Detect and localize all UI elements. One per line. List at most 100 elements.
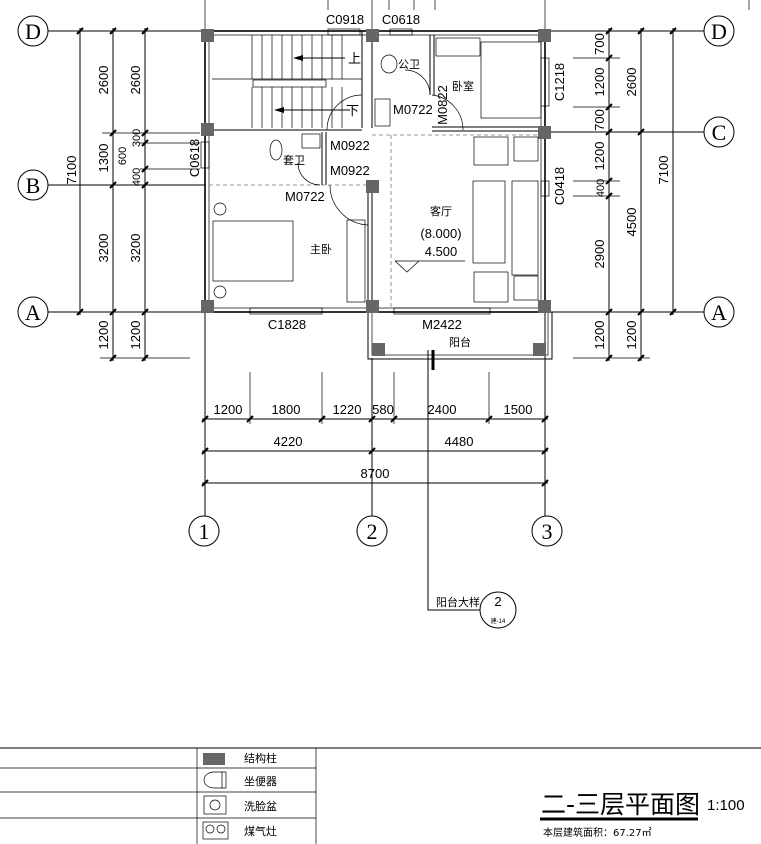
dim-text: 1300 — [96, 144, 111, 173]
legend-label: 煤气灶 — [244, 824, 277, 838]
room-label-master-bedroom: 主卧 — [310, 243, 332, 256]
grid-bubble-B-left: B — [17, 169, 49, 201]
dim-text: 1200 — [214, 402, 243, 417]
dim-text: 700 — [592, 33, 607, 55]
walls — [200, 28, 550, 315]
dim-text: 4220 — [274, 434, 303, 449]
legend-label: 坐便器 — [244, 775, 277, 788]
dim-text: 400 — [595, 179, 607, 197]
dim-text: 3200 — [128, 234, 143, 263]
dim-text: 3200 — [96, 234, 111, 263]
grid-label: 1 — [199, 519, 210, 544]
grid-bubble-1: 1 — [188, 515, 220, 547]
opening-labels: C0918 C0618 C0618 C1218 C0418 M0722 M082… — [187, 12, 567, 332]
door-label: M0922 — [330, 138, 370, 153]
door-label: M0722 — [393, 102, 433, 117]
room-label-balcony: 阳台 — [449, 335, 471, 349]
dim-text: 580 — [372, 402, 394, 417]
dim-text: 8700 — [361, 466, 390, 481]
detail-label: 阳台大样 — [436, 595, 480, 609]
washbasin-icon — [301, 133, 321, 149]
title-scale: 1:100 — [707, 797, 745, 814]
top-extension-lines — [204, 0, 750, 31]
dim-text: 7100 — [656, 156, 671, 185]
dim-text: 1200 — [592, 321, 607, 350]
armchair-icon — [473, 136, 509, 166]
door-label: M0822 — [435, 85, 450, 125]
dim-text: 4480 — [445, 434, 474, 449]
dim-text: 4500 — [624, 208, 639, 237]
gas-stove-icon — [202, 821, 229, 840]
dim-text: 1200 — [624, 321, 639, 350]
wardrobe-icon — [435, 37, 481, 57]
dim-text: 700 — [592, 109, 607, 131]
toilet-icon — [203, 771, 227, 789]
washbasin-icon — [374, 98, 391, 127]
living-elevation: (8.000) — [420, 226, 461, 241]
room-label-public-wc: 公卫 — [398, 59, 420, 71]
grid-bubble-3: 3 — [531, 515, 563, 547]
dim-text: 2600 — [128, 66, 143, 95]
door-label: M0922 — [330, 163, 370, 178]
floor-area: 本层建筑面积：67.27㎡ — [543, 826, 652, 839]
drawing-title: 二-三层平面图 1:100 本层建筑面积：67.27㎡ — [540, 790, 745, 839]
dim-text: 2600 — [624, 68, 639, 97]
grid-label: D — [25, 19, 41, 44]
structural-columns — [201, 29, 551, 313]
door-label: M0722 — [285, 189, 325, 204]
balcony — [367, 311, 553, 611]
detail-callout: 阳台大样 2 建-14 — [436, 591, 517, 629]
bottom-dimensions: 1200 1800 1220 580 2400 1500 4220 4480 8… — [201, 372, 549, 487]
grid-bubble-D-right: D — [703, 15, 735, 47]
window-label: C0918 — [326, 12, 364, 27]
dim-text: 2600 — [96, 66, 111, 95]
dim-text: 1500 — [504, 402, 533, 417]
grid-label: 2 — [367, 519, 378, 544]
stair-up-label: 上 — [348, 51, 361, 66]
tv-cabinet-icon — [472, 180, 506, 264]
dim-text: 1220 — [333, 402, 362, 417]
legend-label: 洗脸盆 — [244, 799, 277, 813]
dim-text: 600 — [117, 147, 129, 165]
grid-label: B — [26, 173, 41, 198]
living-level: 4.500 — [425, 244, 458, 259]
dim-text: 1200 — [592, 142, 607, 171]
right-dimensions: 700 1200 700 1200 400 2900 1200 2600 450… — [573, 27, 677, 362]
window-label: C0618 — [382, 12, 420, 27]
dim-text: 1800 — [272, 402, 301, 417]
toilet-icon — [269, 139, 283, 161]
detail-number: 2 — [494, 594, 501, 609]
bed-icon — [480, 41, 542, 119]
grid-label: A — [25, 300, 41, 325]
dim-text: 1200 — [592, 68, 607, 97]
grid-label: D — [711, 19, 727, 44]
room-label-bedroom: 卧室 — [452, 79, 474, 93]
sofa-icon — [511, 180, 539, 276]
grid-bubble-D-left: D — [17, 15, 49, 47]
legend-table: 结构柱 坐便器 洗脸盆 煤气灶 — [0, 747, 761, 844]
dim-text: 2400 — [428, 402, 457, 417]
dim-text: 1200 — [96, 321, 111, 350]
title-text: 二-三层平面图 — [541, 790, 700, 819]
detail-sheet: 建-14 — [491, 617, 506, 625]
wardrobe-icon — [346, 219, 366, 303]
grid-bubble-C-right: C — [703, 116, 735, 148]
dim-text: 2900 — [592, 240, 607, 269]
grid-bubble-A-left: A — [17, 296, 49, 328]
dim-text: 400 — [131, 168, 143, 186]
room-labels: 公卫 卧室 套卫 主卧 客厅 (8.000) 4.500 阳台 — [283, 59, 474, 349]
room-label-ensuite: 套卫 — [283, 154, 305, 167]
left-dimensions: 7100 2600 1300 3200 1200 2600 300 600 40… — [64, 27, 200, 362]
door-label: M2422 — [422, 317, 462, 332]
toilet-icon — [380, 54, 398, 74]
room-label-living: 客厅 — [430, 204, 452, 218]
staircase: 上 下 — [212, 35, 362, 128]
dim-text: 7100 — [64, 156, 79, 185]
structural-column-icon — [203, 753, 225, 765]
dim-text: 1200 — [128, 321, 143, 350]
grid-label: C — [712, 120, 727, 145]
legend-label: 结构柱 — [244, 751, 277, 765]
dim-text: 300 — [131, 129, 143, 147]
window-label: C0618 — [187, 139, 202, 177]
grid-label: 3 — [542, 519, 553, 544]
